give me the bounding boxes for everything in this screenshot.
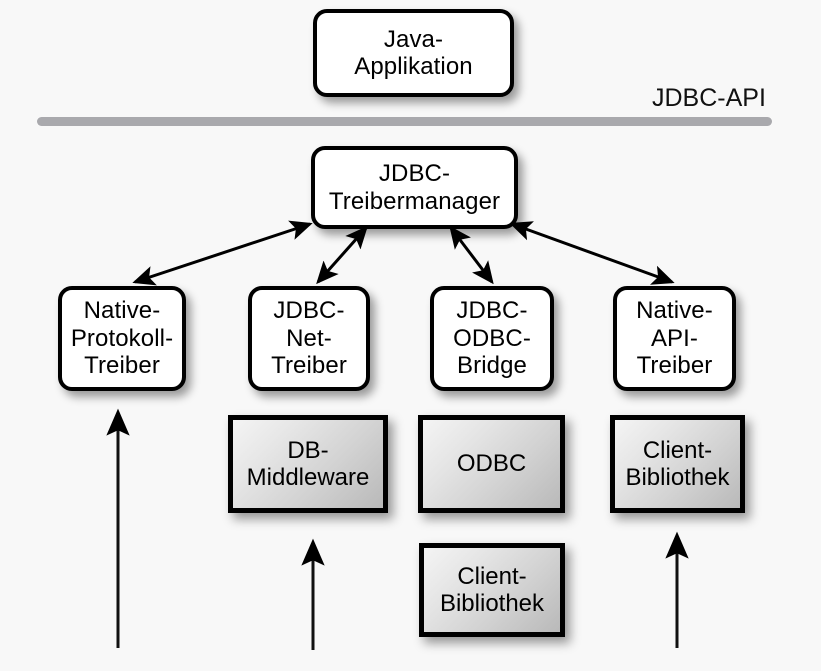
jdbc-api-label: JDBC-API xyxy=(652,84,766,112)
client-library-native-line-2: Bibliothek xyxy=(625,464,730,491)
edge-driver-manager-native-api xyxy=(509,221,675,285)
jdbc-net-line-2: Net- xyxy=(286,324,332,352)
node-native-api-driver[interactable]: Native- API- Treiber xyxy=(613,286,736,391)
native-protocol-line-3: Treiber xyxy=(84,352,160,380)
jdbc-api-divider-bar xyxy=(37,117,772,126)
native-api-line-3: Treiber xyxy=(636,352,713,380)
db-middleware-line-2: Middleware xyxy=(246,464,370,491)
driver-manager-line-1: JDBC- xyxy=(378,160,451,188)
client-library-odbc-line-2: Bibliothek xyxy=(439,590,545,617)
client-library-odbc-line-1: Client- xyxy=(457,562,527,590)
odbc-line-1: ODBC xyxy=(456,450,527,478)
driver-manager-line-2: Treibermanager xyxy=(328,187,501,215)
node-jdbc-odbc-bridge[interactable]: JDBC- ODBC- Bridge xyxy=(430,286,554,391)
node-client-library-native[interactable]: Client- Bibliothek xyxy=(610,415,745,513)
node-odbc[interactable]: ODBC xyxy=(418,415,565,513)
jdbc-net-line-1: JDBC- xyxy=(273,297,345,325)
java-application-line-1: Java- xyxy=(383,25,444,53)
node-jdbc-driver-manager[interactable]: JDBC- Treibermanager xyxy=(311,146,518,229)
node-java-application[interactable]: Java- Applikation xyxy=(313,9,514,97)
native-protocol-line-1: Native- xyxy=(83,297,161,325)
jdbc-odbc-line-1: JDBC- xyxy=(456,297,528,325)
native-api-line-1: Native- xyxy=(636,297,713,325)
node-client-library-odbc[interactable]: Client- Bibliothek xyxy=(419,543,565,637)
client-library-native-line-1: Client- xyxy=(642,436,713,464)
jdbc-odbc-line-2: ODBC- xyxy=(453,324,531,352)
edge-driver-manager-jdbc-odbc xyxy=(449,225,494,285)
jdbc-net-line-3: Treiber xyxy=(271,352,347,380)
node-jdbc-net-driver[interactable]: JDBC- Net- Treiber xyxy=(248,286,370,391)
jdbc-odbc-line-3: Bridge xyxy=(457,352,527,380)
edge-driver-manager-jdbc-net xyxy=(316,225,368,285)
db-middleware-line-1: DB- xyxy=(287,436,329,464)
node-db-middleware[interactable]: DB- Middleware xyxy=(228,415,388,513)
edge-driver-manager-native-protocol xyxy=(132,220,313,286)
node-native-protocol-driver[interactable]: Native- Protokoll- Treiber xyxy=(58,286,186,391)
native-api-line-2: API- xyxy=(650,324,699,352)
java-application-line-2: Applikation xyxy=(354,53,473,80)
native-protocol-line-2: Protokoll- xyxy=(70,324,174,352)
